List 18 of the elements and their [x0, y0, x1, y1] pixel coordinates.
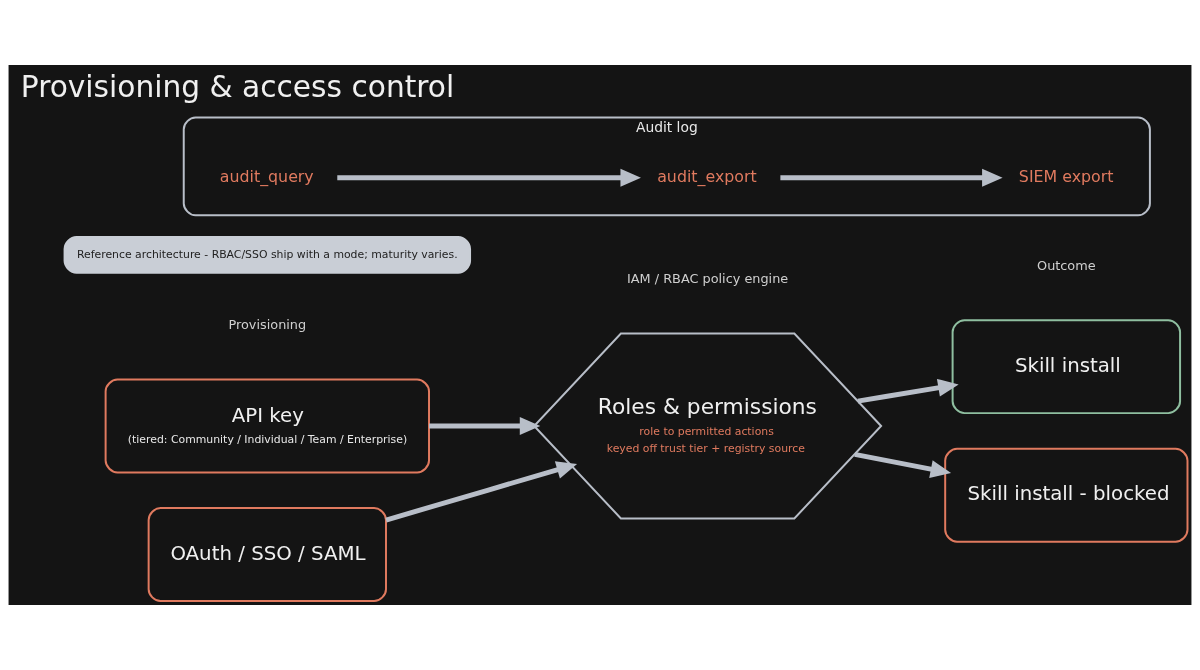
node-box: Skill install - blocked	[944, 447, 1189, 543]
arrow	[429, 417, 541, 435]
arrow	[385, 461, 578, 523]
node-box: API key (tiered: Community / Individual / Team / Enterprise)	[104, 378, 430, 474]
node-box: OAuth / SSO / SAML	[147, 507, 387, 603]
node-text: SIEM export	[1018, 166, 1114, 186]
label: Outcome	[1037, 258, 1096, 274]
arrow	[854, 451, 952, 478]
label: Reference architecture - RBAC/SSO ship with a mode; maturity varies.	[76, 247, 458, 261]
node-box: Skill install	[951, 319, 1182, 415]
arrow	[780, 168, 1003, 187]
arrow	[857, 378, 959, 404]
node-text: audit_export	[657, 166, 757, 186]
label: Provisioning	[228, 317, 307, 333]
diagram-title: Provisioning & access control	[20, 68, 455, 104]
label: IAM / RBAC policy engine	[627, 270, 789, 286]
arrow	[337, 168, 641, 187]
node-text: audit_query	[219, 166, 314, 186]
